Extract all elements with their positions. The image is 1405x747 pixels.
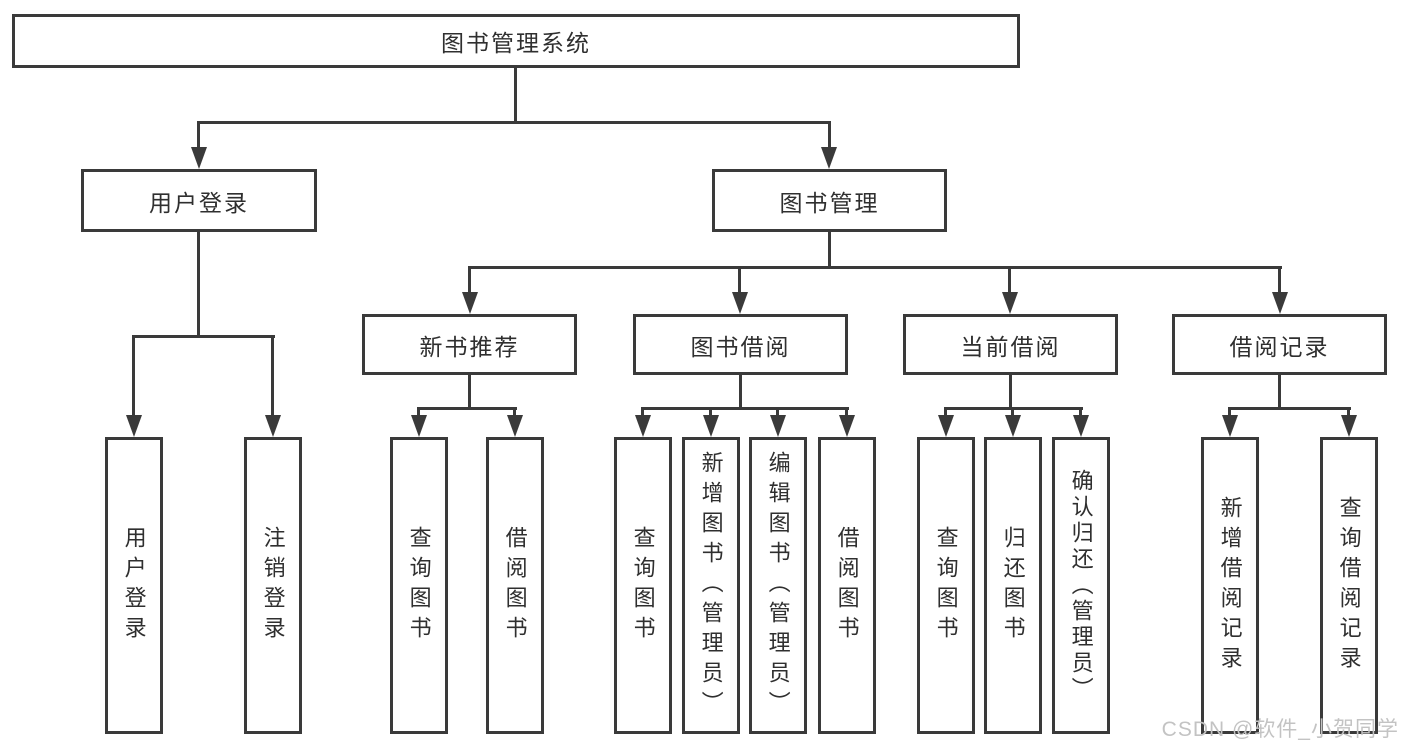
connector-line [417,407,420,419]
leaf-label: 归还图书 [1000,525,1026,646]
leaf-label: 查询借阅记录 [1336,495,1362,676]
arrow-down-icon [1341,415,1357,437]
connector-line [709,407,712,419]
leaf-borrow-books-2: 借阅图书 [818,437,876,734]
arrow-down-icon [770,415,786,437]
connector-line [1079,407,1082,419]
connector-line [197,232,200,338]
connector-line [738,266,741,295]
csdn-watermark: CSDN @软件_小贺同学 [1161,718,1399,741]
connector-line [1228,407,1351,410]
leaf-label: 借阅图书 [502,525,528,646]
connector-line [513,407,516,419]
connector-line [828,121,831,150]
arrow-down-icon [821,147,837,169]
connector-line [1009,375,1012,410]
arrow-down-icon [635,415,651,437]
connector-line [1347,407,1350,419]
connector-line [828,232,831,269]
connector-line [271,335,274,418]
connector-line [739,375,742,410]
connector-line [132,335,275,338]
leaf-label: 查询图书 [406,525,432,646]
leaf-edit-books-admin: 编辑图书（管理员） [749,437,807,734]
user-login-box: 用户登录 [81,169,317,232]
borrow-record-box: 借阅记录 [1172,314,1387,375]
leaf-label: 用户登录 [121,525,147,646]
book-management-box: 图书管理 [712,169,947,232]
connector-line [1278,375,1281,410]
leaf-label: 编辑图书（管理员） [765,450,791,721]
leaf-add-books-admin: 新增图书（管理员） [682,437,740,734]
connector-line [197,121,200,150]
leaf-label: 注销登录 [260,525,286,646]
connector-line [468,375,471,410]
arrow-down-icon [732,292,748,314]
arrow-down-icon [703,415,719,437]
leaf-return-books: 归还图书 [984,437,1042,734]
leaf-label: 查询图书 [630,525,656,646]
arrow-down-icon [1222,415,1238,437]
connector-line [1008,266,1011,295]
leaf-user-login: 用户登录 [105,437,163,734]
connector-line [845,407,848,419]
connector-line [641,407,644,419]
leaf-query-books: 查询图书 [390,437,448,734]
connector-line [641,407,849,410]
leaf-query-borrow-record: 查询借阅记录 [1320,437,1378,734]
connector-line [197,121,831,124]
leaf-query-books-2: 查询图书 [614,437,672,734]
connector-line [468,266,1282,269]
arrow-down-icon [265,415,281,437]
arrow-down-icon [1005,415,1021,437]
arrow-down-icon [1272,292,1288,314]
arrow-down-icon [411,415,427,437]
leaf-query-books-3: 查询图书 [917,437,975,734]
leaf-label: 确认归还（管理员） [1068,468,1094,703]
leaf-label: 新增图书（管理员） [698,450,724,721]
leaf-label: 查询图书 [933,525,959,646]
connector-line [514,68,517,121]
connector-line [468,266,471,295]
arrow-down-icon [839,415,855,437]
arrow-down-icon [1002,292,1018,314]
arrow-down-icon [191,147,207,169]
leaf-label: 借阅图书 [834,525,860,646]
leaf-confirm-return-admin: 确认归还（管理员） [1052,437,1110,734]
arrow-down-icon [507,415,523,437]
leaf-add-borrow-record: 新增借阅记录 [1201,437,1259,734]
connector-line [776,407,779,419]
connector-line [1278,266,1281,295]
connector-line [1011,407,1014,419]
root-box: 图书管理系统 [12,14,1020,68]
book-borrow-box: 图书借阅 [633,314,848,375]
arrow-down-icon [938,415,954,437]
new-book-recommend-box: 新书推荐 [362,314,577,375]
arrow-down-icon [462,292,478,314]
leaf-borrow-books: 借阅图书 [486,437,544,734]
connector-line [1228,407,1231,419]
connector-line [944,407,947,419]
arrow-down-icon [126,415,142,437]
leaf-label: 新增借阅记录 [1217,495,1243,676]
current-borrow-box: 当前借阅 [903,314,1118,375]
connector-line [417,407,517,410]
connector-line [132,335,135,418]
leaf-logout-login: 注销登录 [244,437,302,734]
arrow-down-icon [1073,415,1089,437]
